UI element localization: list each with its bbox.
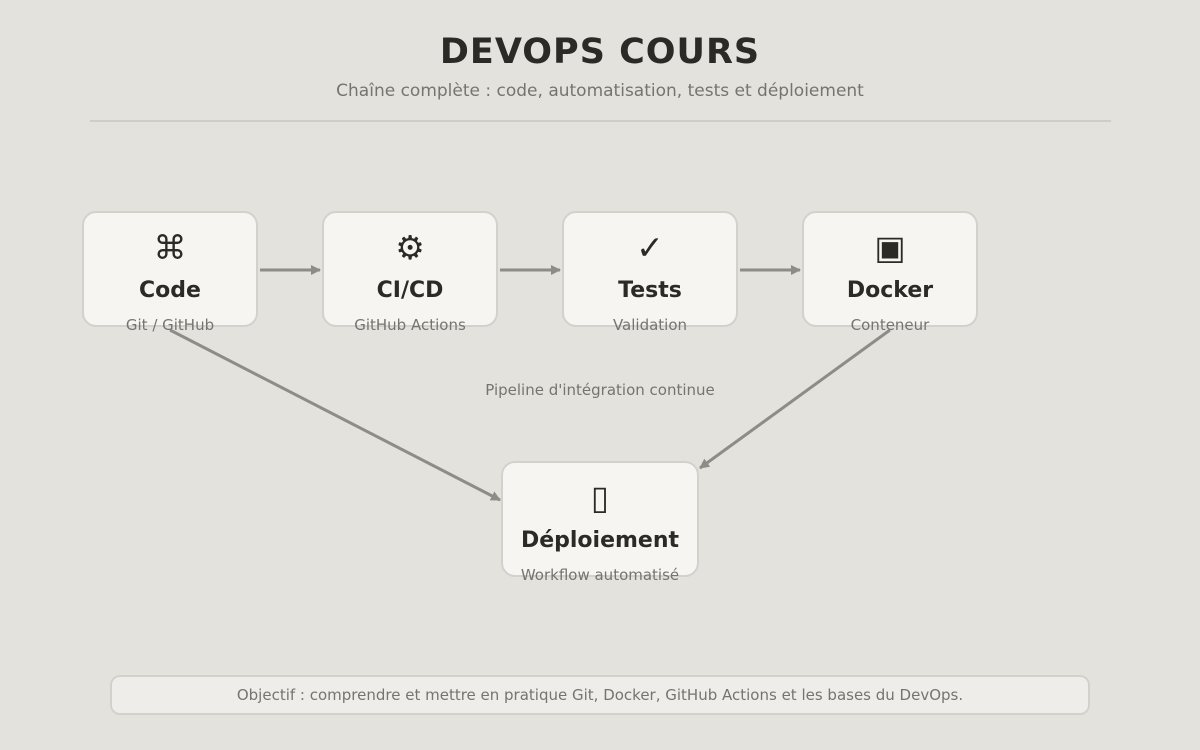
rocket-icon: ▯ [590,478,610,517]
check-icon: ✓ [636,228,664,267]
node-tests: ✓ Tests Validation [562,211,738,334]
pipeline-label: Pipeline d'intégration continue [485,381,715,399]
node-label: CI/CD [376,278,444,303]
node-sublabel: Workflow automatisé [520,566,680,584]
node-deploy: ▯ Déploiement Workflow automatisé [501,461,699,584]
arrow-docker-to-deploy [699,328,891,470]
node-label: Tests [618,278,682,303]
page-subtitle: Chaîne complète : code, automatisation, … [336,81,864,101]
node-label: Code [139,278,201,303]
node-sublabel: Conteneur [850,316,930,334]
node-docker: ▣ Docker Conteneur [802,211,978,334]
node-cicd: ⚙ CI/CD GitHub Actions [322,211,498,334]
node-sublabel: Git / GitHub [125,316,215,334]
command-icon: ⌘ [153,228,187,267]
node-label: Déploiement [520,528,680,553]
gear-icon: ⚙ [395,228,425,267]
node-code: ⌘ Code Git / GitHub [82,211,258,334]
container-icon: ▣ [874,228,906,267]
node-sublabel: Validation [612,316,688,334]
objective-banner: Objectif : comprendre et mettre en prati… [110,675,1090,715]
page-title: DEVOPS COURS [439,32,761,72]
arrow-code-to-deploy [169,328,501,502]
node-label: Docker [846,278,934,303]
node-sublabel: GitHub Actions [354,316,466,334]
header-divider [90,120,1111,122]
